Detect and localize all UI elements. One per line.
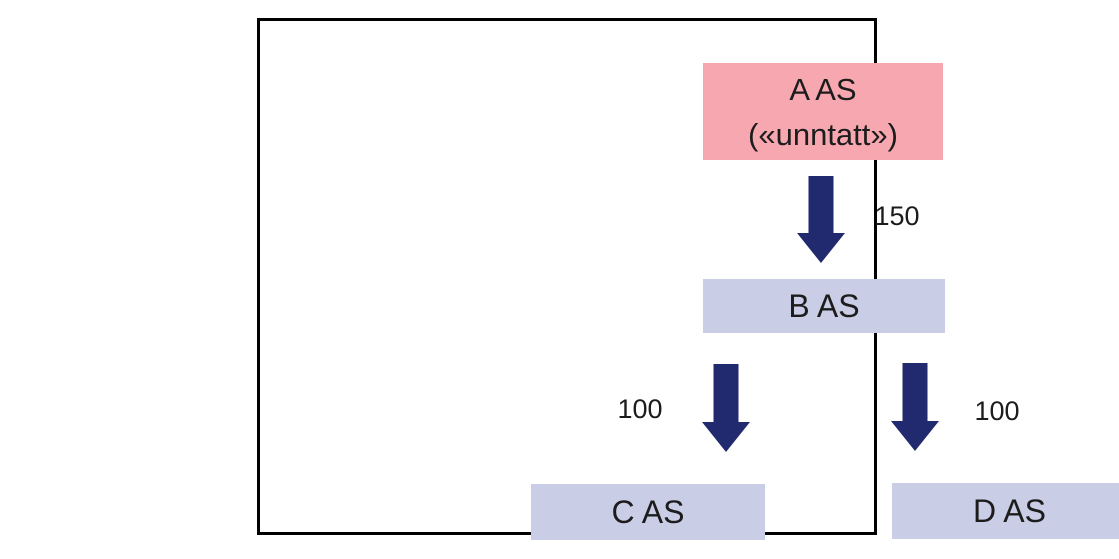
node-a-label-line1: A AS [789,71,857,107]
node-c-label: C AS [611,493,685,530]
edge-value-a-to-b: 150 [874,201,920,231]
node-a-as: A AS («unntatt») [703,63,943,160]
arrow-down-b-to-c-icon [702,364,750,452]
edge-value-b-to-d: 100 [974,396,1020,426]
arrow-down-b-to-d-icon [891,363,939,451]
node-d-as: D AS [892,483,1119,539]
node-b-label: B AS [788,287,860,324]
diagram-frame: A AS («unntatt») 150 B AS 100 100 C AS D… [257,18,1119,540]
edge-value-b-to-c: 100 [617,394,663,424]
arrow-down-a-to-b-icon [797,176,845,263]
node-c-as: C AS [531,484,765,540]
node-b-as: B AS [703,279,945,333]
node-d-label: D AS [973,492,1046,529]
node-a-label-line2: («unntatt») [748,116,898,152]
